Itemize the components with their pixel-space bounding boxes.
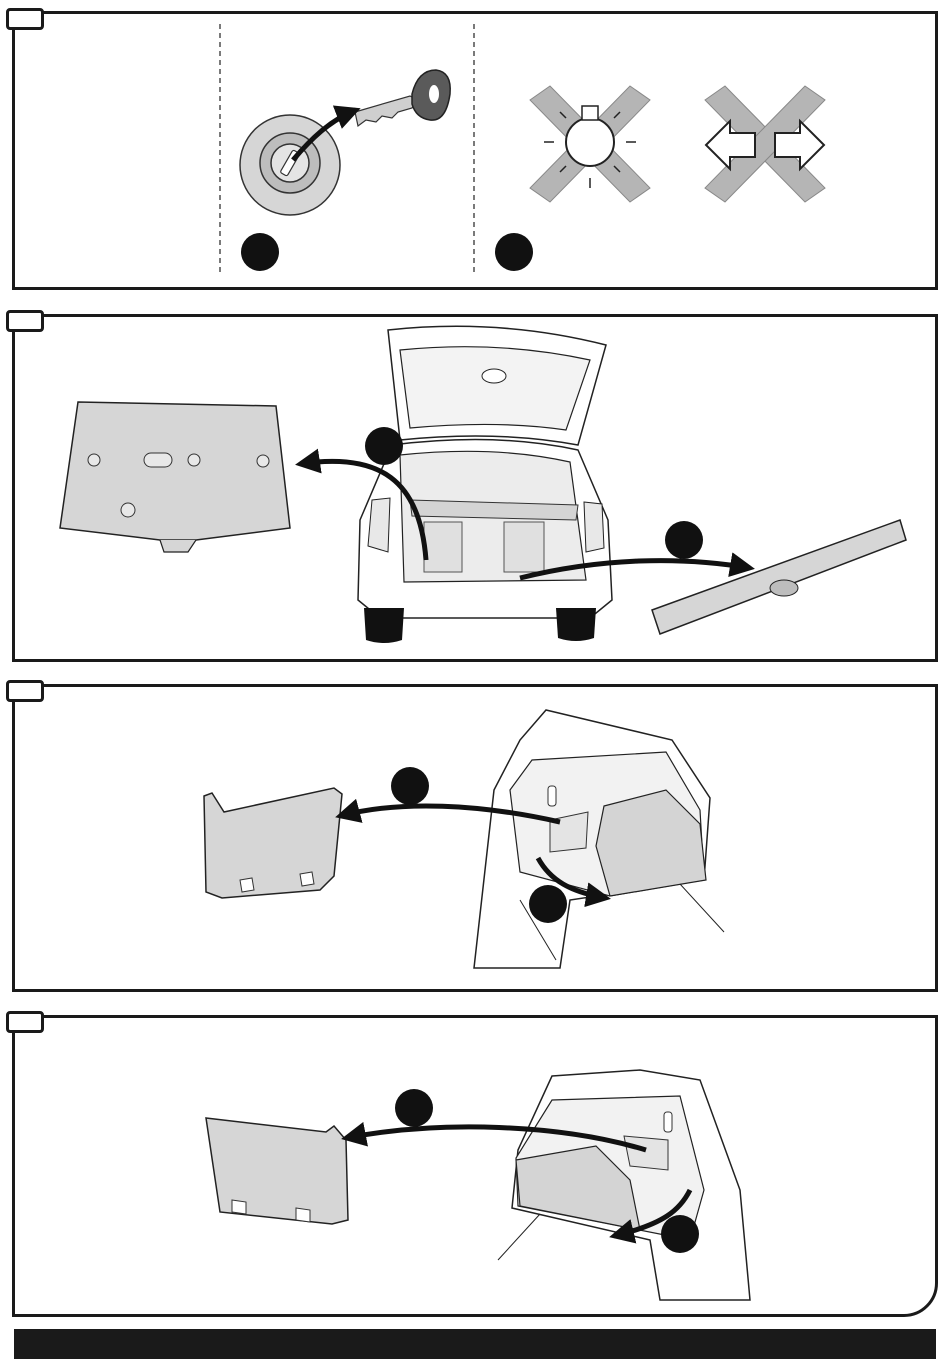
left-trunk-interior-icon [474,710,724,968]
no-lights-icon [530,86,650,202]
step-marker-1a [241,233,279,271]
parcel-shelf-icon [60,402,290,552]
step-marker-4b [661,1215,699,1253]
step-marker-3a [391,767,429,805]
right-trunk-interior-icon [498,1070,750,1300]
step-marker-1b [495,233,533,271]
ignition-key-icon [240,70,450,215]
right-side-trim-panel-icon [206,1118,348,1224]
step-marker-2a [365,427,403,465]
step-marker-2b [665,521,703,559]
left-side-trim-panel-icon [204,788,342,898]
step-marker-3b [529,885,567,923]
no-hazard-indicators-icon [705,86,825,202]
step-marker-4a [395,1089,433,1127]
